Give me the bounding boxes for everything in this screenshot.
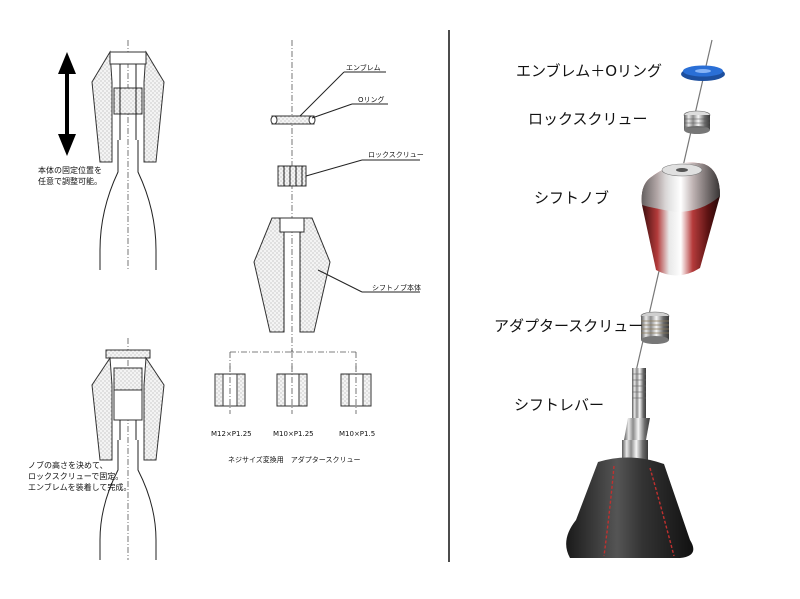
adapter-screw-photo: [640, 311, 670, 344]
label-shift-knob: シフトノブ: [534, 189, 609, 207]
upper-assembly-drawing: [91, 40, 165, 270]
shift-lever-photo: [622, 368, 650, 464]
adapter-size-3: M10×P1.5: [339, 430, 375, 438]
lock-screw-drawing: [277, 165, 307, 187]
adapter-drawing-1: [214, 366, 246, 414]
label-emblem-oring: エンブレム＋Oリング: [516, 62, 662, 80]
note-top-line-2: 任意で調整可能。: [38, 176, 102, 186]
adapter-drawing-2: [276, 366, 308, 414]
emblem-photo: [681, 65, 725, 81]
label-adapter-screw: アダプタースクリュー: [494, 317, 643, 335]
adapter-caption: ネジサイズ変換用 アダプタースクリュー: [228, 455, 360, 464]
emblem-drawing: [270, 115, 316, 125]
center-diagram: エンブレム Oリング ロックスクリュー シフトノブ本体: [211, 40, 424, 464]
shift-boot-photo: [566, 457, 694, 558]
shift-knob-photo: [641, 162, 720, 276]
adapter-drawing-3: [340, 366, 372, 414]
lock-screw-photo: [683, 110, 711, 134]
note-top-line-1: 本体の固定位置を: [38, 165, 102, 175]
adjust-arrow-icon: [58, 52, 76, 156]
left-diagram: 本体の固定位置を 任意で調整可能。 ノブの高さを決めて、 ロックスクリューで固定…: [28, 40, 165, 560]
label-lock-screw-photo: ロックスクリュー: [528, 110, 648, 128]
label-shift-lever: シフトレバー: [514, 396, 604, 414]
label-oring: Oリング: [358, 95, 385, 104]
lower-assembly-drawing: [91, 338, 165, 560]
note-bottom-line-3: エンブレムを装着して完成。: [28, 482, 131, 492]
label-knob-body: シフトノブ本体: [372, 283, 421, 292]
adapter-size-1: M12×P1.25: [211, 430, 252, 438]
label-emblem: エンブレム: [346, 63, 381, 72]
knob-body-drawing: [253, 217, 331, 333]
right-photo: エンブレム＋Oリング ロックスクリュー シフトノブ アダプタースクリュー シフト…: [494, 39, 725, 558]
adapter-size-2: M10×P1.25: [273, 430, 314, 438]
label-lock-screw: ロックスクリュー: [368, 151, 424, 159]
note-bottom-line-2: ロックスクリューで固定。: [28, 471, 123, 481]
note-bottom-line-1: ノブの高さを決めて、: [28, 460, 108, 470]
